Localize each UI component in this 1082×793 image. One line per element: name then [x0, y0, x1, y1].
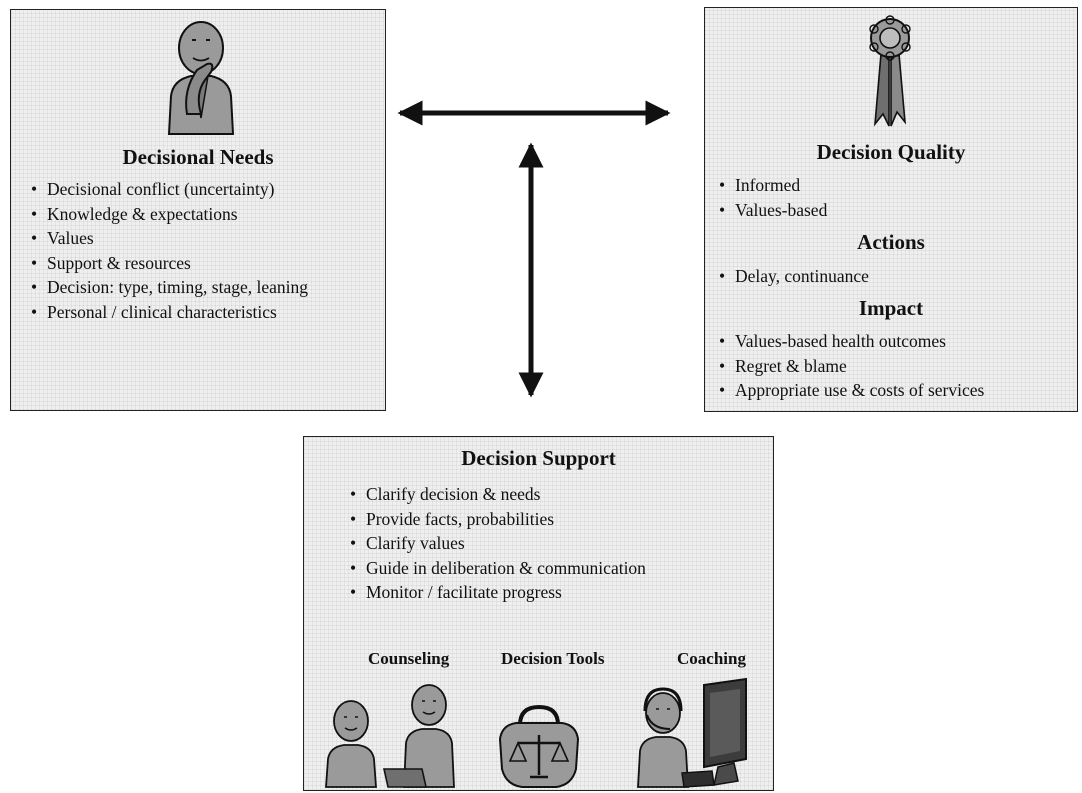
decision-tools-label: Decision Tools: [501, 649, 605, 668]
decision-support-title: Decision Support: [461, 446, 616, 470]
list-item: Decisional conflict (uncertainty): [25, 177, 308, 202]
decision-quality-title: Decision Quality: [816, 140, 966, 164]
list-item: Informed: [713, 173, 827, 198]
list-item: Personal / clinical characteristics: [25, 300, 308, 325]
counseling-label: Counseling: [368, 649, 450, 668]
impact-list: Values-based health outcomes Regret & bl…: [713, 329, 984, 403]
counseling-people-icon: [325, 684, 455, 788]
list-item: Decision: type, timing, stage, leaning: [25, 275, 308, 300]
award-ribbon-icon: [869, 15, 911, 127]
actions-list: Delay, continuance: [713, 264, 869, 289]
decision-quality-list: Informed Values-based: [713, 173, 827, 222]
decisional-needs-list: Decisional conflict (uncertainty) Knowle…: [25, 177, 308, 324]
list-item: Support & resources: [25, 251, 308, 276]
decision-support-box: Decision Support Clarify decision & need…: [303, 436, 774, 791]
thinking-person-icon: [167, 21, 235, 135]
list-item: Monitor / facilitate progress: [344, 580, 646, 605]
decision-quality-box: Decision Quality Informed Values-based A…: [704, 7, 1078, 412]
coaching-label: Coaching: [677, 649, 746, 668]
actions-title: Actions: [857, 230, 925, 254]
list-item: Regret & blame: [713, 354, 984, 379]
coach-headset-computer-icon: [637, 677, 747, 788]
list-item: Values: [25, 226, 308, 251]
list-item: Guide in deliberation & communication: [344, 556, 646, 581]
list-item: Clarify values: [344, 531, 646, 556]
decisional-needs-box: Decisional Needs Decisional conflict (un…: [10, 9, 386, 411]
scales-bag-icon: [498, 704, 580, 788]
impact-title: Impact: [858, 296, 924, 320]
list-item: Values-based: [713, 198, 827, 223]
list-item: Provide facts, probabilities: [344, 507, 646, 532]
decisional-needs-title: Decisional Needs: [122, 145, 274, 169]
list-item: Appropriate use & costs of services: [713, 378, 984, 403]
list-item: Knowledge & expectations: [25, 202, 308, 227]
list-item: Values-based health outcomes: [713, 329, 984, 354]
list-item: Clarify decision & needs: [344, 482, 646, 507]
list-item: Delay, continuance: [713, 264, 869, 289]
decision-support-list: Clarify decision & needs Provide facts, …: [344, 482, 646, 605]
